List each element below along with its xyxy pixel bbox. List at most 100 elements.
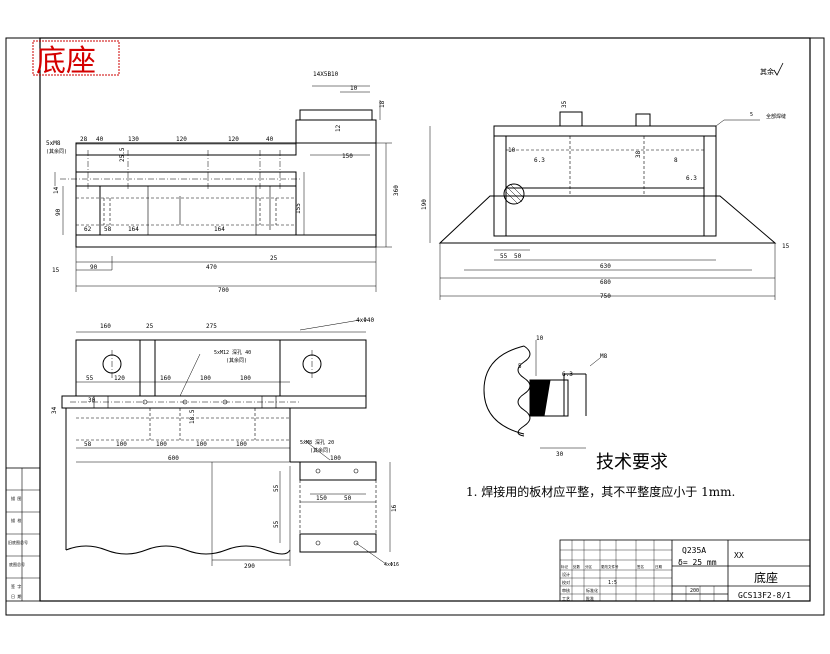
sv-dim-13: 6.3 — [686, 175, 697, 182]
dim-side-1: 150 — [342, 153, 353, 160]
pv-row1-2: 120 — [114, 375, 125, 382]
front-view-dims: 14X5B10 10 18 28 40 130 120 120 40 150 3… — [46, 71, 400, 294]
pv-slot-2: 50 — [344, 495, 352, 502]
dim-inner-1: 62 — [84, 226, 92, 233]
pv-slot-8: 4xΦ16 — [384, 562, 399, 568]
sv-dim-3: 6.3 — [534, 157, 545, 164]
tb-company: XX — [734, 551, 744, 560]
sv-dim-10: 680 — [600, 279, 611, 286]
dim-side-2: 360 — [393, 185, 400, 196]
dt-dim-1: 10 — [536, 335, 544, 342]
pv-600: 600 — [168, 455, 179, 462]
note-left-sub: (其余同) — [46, 148, 67, 155]
dim-side-5: 25.5 — [119, 147, 126, 162]
plan-view — [61, 319, 391, 566]
sv-dim-5: 38 — [635, 150, 642, 158]
dim-top-3: 18 — [379, 100, 386, 108]
tb-scale: 1:5 — [608, 580, 617, 586]
side-strip-6: 日 期 — [11, 593, 21, 599]
side-strip-5: 签 字 — [11, 583, 21, 589]
dim-bottom-5: 25 — [270, 255, 278, 262]
inner-frame — [39, 37, 811, 602]
dim-inner-2: 58 — [104, 226, 112, 233]
dim-row-6: 40 — [266, 136, 274, 143]
sv-dim-12: 15 — [782, 243, 790, 250]
pv-slot-7: 16 — [391, 504, 398, 512]
sv-dim-7: 55 — [500, 253, 508, 260]
tb-qty: 200 — [690, 588, 699, 594]
side-view — [429, 111, 777, 300]
dt-dim-2: 5 — [518, 363, 522, 370]
dim-side-3: 155 — [295, 203, 302, 214]
tb-thickness: δ= 25 mm — [678, 558, 717, 567]
pv-slot-4: 55 — [273, 484, 280, 492]
pv-slot-5: 55 — [273, 520, 280, 528]
tb-label-3: 审核 — [562, 587, 570, 593]
pv-slot-1: 100 — [330, 455, 341, 462]
dim-row-1: 28 — [80, 136, 88, 143]
note-left: 5xM8 — [46, 140, 61, 147]
tb-col-1: 标记 — [561, 564, 569, 569]
sv-dim-2: 10 — [508, 147, 516, 154]
tb-label-4: 工艺 — [562, 596, 570, 601]
tb-label-6: 批准 — [586, 595, 594, 601]
tb-col-2: 处数 — [573, 564, 581, 569]
dim-bottom-2: 90 — [90, 264, 98, 271]
pv-row1-4: 100 — [200, 375, 211, 382]
roughness-default: 其余 — [760, 62, 784, 76]
pv-top-3: 275 — [206, 323, 217, 330]
tech-req-item: 1. 焊接用的板材应平整，其不平整度应小于 1mm. — [466, 484, 735, 499]
title-block — [559, 539, 811, 602]
pv-top-1: 160 — [100, 323, 111, 330]
tb-col-4: 更改文件号 — [601, 564, 619, 569]
sv-dim-11: 750 — [600, 293, 611, 300]
sv-dim-9: 630 — [600, 263, 611, 270]
tb-material: Q235A — [682, 546, 706, 555]
header-stamp: 底座 — [32, 40, 120, 79]
tb-col-6: 日期 — [655, 564, 663, 569]
dim-left-2: 90 — [55, 208, 62, 216]
dim-bottom-4: 700 — [218, 287, 229, 294]
detail-dims: 10 5 6.3 30 M8 — [518, 335, 608, 458]
sv-dim-1: 35 — [561, 100, 568, 108]
tb-label-2: 校对 — [562, 579, 570, 585]
pv-misc-2: 30 — [88, 397, 96, 404]
pv-note-b-sub: (其余同) — [310, 447, 331, 454]
outer-frame — [5, 37, 825, 616]
tb-label-5: 标准化 — [586, 587, 598, 593]
pv-top-2: 25 — [146, 323, 154, 330]
pv-note-a-sub: (其余同) — [226, 357, 247, 364]
sv-dim-4: 8 — [674, 157, 678, 164]
dim-row-2: 40 — [96, 136, 104, 143]
pv-row2-5: 100 — [236, 441, 247, 448]
pv-row1-5: 100 — [240, 375, 251, 382]
weld-note: 全部焊缝 — [766, 113, 786, 120]
dim-row-3: 130 — [128, 136, 139, 143]
pv-row1-1: 55 — [86, 375, 94, 382]
side-strip: 描 图 描 校 旧底图总号 底图总号 签 字 日 期 — [5, 467, 41, 602]
pv-note-a: 5xM12 深孔 40 — [214, 349, 251, 356]
weld-num: 5 — [750, 112, 753, 118]
dim-bottom-1: 15 — [52, 267, 60, 274]
tb-col-5: 签名 — [637, 564, 644, 569]
detail-view — [483, 340, 601, 449]
dim-left-1: 14 — [53, 186, 60, 194]
header-stamp-text: 底座 — [36, 44, 96, 79]
pv-slot-3: 150 — [316, 495, 327, 502]
dt-dim-3: 6.3 — [562, 371, 573, 378]
side-strip-4: 底图总号 — [9, 561, 25, 567]
pv-row1-3: 160 — [160, 375, 171, 382]
pv-slot-6: 290 — [244, 563, 255, 570]
side-strip-1: 描 图 — [11, 495, 21, 501]
pv-row2-2: 100 — [116, 441, 127, 448]
tb-label-1: 设计 — [562, 571, 570, 577]
dim-row-5: 120 — [228, 136, 239, 143]
dim-inner-3: 164 — [128, 226, 139, 233]
dim-bottom-3: 470 — [206, 264, 217, 271]
tb-part-name: 底座 — [754, 570, 778, 585]
side-strip-2: 描 校 — [11, 517, 21, 523]
pv-hole-note: 4xΦ40 — [356, 317, 374, 324]
dim-top-2: 10 — [350, 85, 358, 92]
pv-row2-3: 100 — [156, 441, 167, 448]
